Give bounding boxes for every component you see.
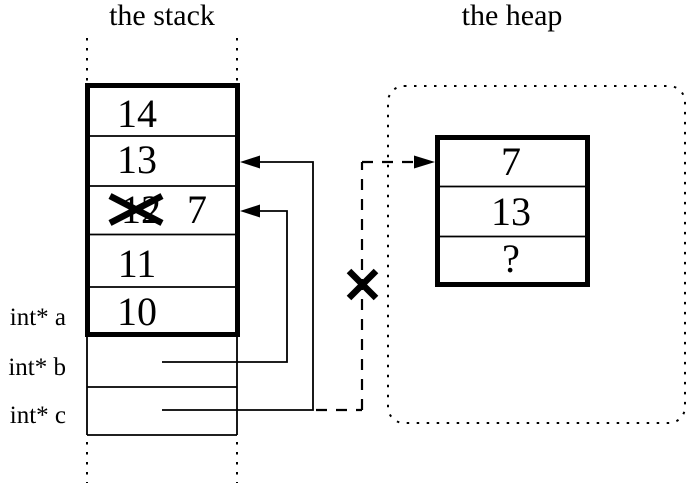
x-mark-icon <box>346 268 379 301</box>
stack-cell-new-value: 7 <box>187 187 207 232</box>
heap-title: the heap <box>462 0 563 32</box>
pointer-variable-cells <box>86 337 238 436</box>
stack-cell-value: 10 <box>117 289 157 334</box>
stack-column-guides <box>86 38 238 483</box>
x-mark-icon <box>108 193 164 226</box>
stack-cell-value: 11 <box>118 241 157 286</box>
stack-frame-box <box>85 83 240 337</box>
stack-cell-value: 14 <box>117 91 157 136</box>
var-label-int-b: int* b <box>8 354 66 381</box>
stack-cell-dividers <box>90 135 235 288</box>
heap-cell-value: 7 <box>501 139 521 184</box>
stack-title: the stack <box>109 0 215 32</box>
pointer-c-line <box>162 161 314 411</box>
arrowhead-left-icon <box>240 155 260 169</box>
arrowhead-left-icon <box>240 204 260 218</box>
var-label-int-a: int* a <box>10 304 66 331</box>
heap-region-dotted-outline <box>387 85 686 424</box>
dangling-heap-pointer <box>316 155 435 412</box>
heap-cell-dividers <box>440 185 585 238</box>
stack-cell-value: 13 <box>117 137 157 182</box>
var-label-int-c: int* c <box>10 402 66 429</box>
pointer-c-arrow <box>162 155 314 411</box>
heap-cell-value: ? <box>502 236 520 281</box>
arrowhead-right-icon <box>414 155 435 169</box>
pointer-b-arrow <box>162 204 288 363</box>
heap-cell-value: 13 <box>491 189 531 234</box>
heap-block-box <box>435 135 590 287</box>
pointer-b-line <box>162 210 288 363</box>
